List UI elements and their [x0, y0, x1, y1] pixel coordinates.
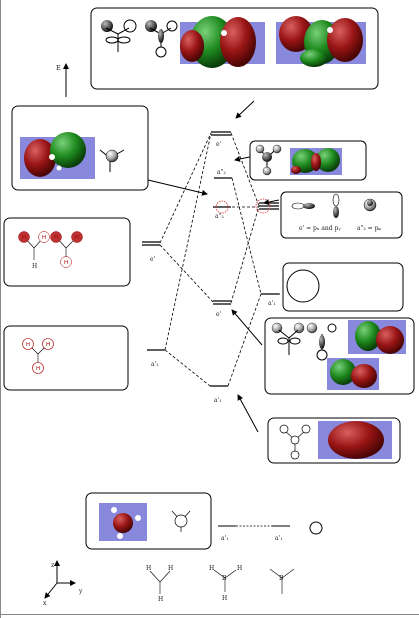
- boron-p-orbital-box: e' = pₓ and pᵧ a"₂ = pᵩ: [280, 191, 403, 239]
- e-prime-py-sketch: [145, 20, 178, 58]
- h-label: H: [158, 596, 163, 603]
- core-level-right: a'₁: [275, 535, 283, 542]
- label-a2-double-prime: a"₂: [217, 169, 226, 176]
- core-orbital-box: [85, 492, 212, 550]
- label-e-prime-left: e': [150, 256, 156, 263]
- pz-sketch: [99, 149, 125, 172]
- energy-axis-label: E: [56, 64, 61, 72]
- coordinate-axes: [44, 560, 76, 599]
- h-atom-label: H: [32, 263, 37, 270]
- h-label: H: [222, 595, 227, 602]
- axis-y: y: [78, 588, 83, 595]
- bh3-structure-2: [213, 569, 237, 592]
- h-atom-label: H: [46, 342, 50, 348]
- e-prime-small-box: [249, 140, 367, 181]
- trigonal-sketch: [255, 144, 282, 176]
- h3-a1-prime-salc-box: H H H: [3, 325, 129, 391]
- label-e-prime-top: e': [216, 141, 222, 148]
- energy-axis: E: [56, 63, 69, 97]
- boron-s-orbital-box: [282, 262, 404, 312]
- bonding-sketch-1: [271, 322, 305, 355]
- h-atom-label: H: [22, 235, 26, 241]
- e-prime-caption: e' = pₓ and pᵧ: [299, 225, 341, 232]
- label-e-prime-mid: e': [216, 311, 222, 318]
- label-a1-prime-right: a'₁: [268, 300, 276, 307]
- core-level-left: a'₁: [221, 535, 229, 542]
- e-prime-rendered-orbital-1: [180, 16, 265, 68]
- h-label: H: [209, 565, 214, 572]
- a2-caption: a"₂ = pᵩ: [357, 225, 381, 232]
- h-atom-label: H: [26, 342, 30, 348]
- h-atom-label: H: [54, 235, 58, 241]
- h3-e-prime-salc-box: H H H H H H: [3, 217, 131, 287]
- a2-orbital-box: [11, 105, 149, 191]
- h-atom-label: H: [42, 235, 46, 241]
- e-prime-px-sketch: [101, 19, 137, 52]
- core-levels: a'₁ a'₁: [218, 521, 323, 542]
- correlation-lines: [159, 132, 262, 387]
- label-a1-prime-left: a'₁: [151, 361, 159, 368]
- h-atom-label: H: [75, 235, 79, 241]
- h-label: H: [146, 565, 151, 572]
- h-label: H: [237, 565, 242, 572]
- bh3-structure-3: [269, 568, 295, 594]
- b-label: B: [279, 575, 284, 582]
- a1-sketch: [279, 424, 311, 460]
- h-atom-label: H: [36, 366, 40, 372]
- bonding-a1-prime-box: [267, 417, 401, 464]
- nonbonding-markers: [215, 198, 271, 214]
- label-a2-small: a"₂: [215, 213, 224, 220]
- core-sketch: [171, 510, 191, 532]
- h-label: H: [168, 565, 173, 572]
- top-orbital-box: [90, 7, 379, 90]
- axis-x: x: [43, 600, 47, 607]
- h-atom-label: H: [64, 260, 68, 266]
- label-a1-prime-bottom: a'₁: [214, 397, 222, 404]
- e-prime-rendered-orbital-2: [276, 16, 366, 67]
- axis-z-top: z: [51, 562, 54, 569]
- bonding-sketch-2: [306, 322, 337, 361]
- bonding-e-prime-box: [264, 317, 415, 395]
- b-label: B: [222, 575, 227, 582]
- bh3-structure-1: [149, 570, 171, 594]
